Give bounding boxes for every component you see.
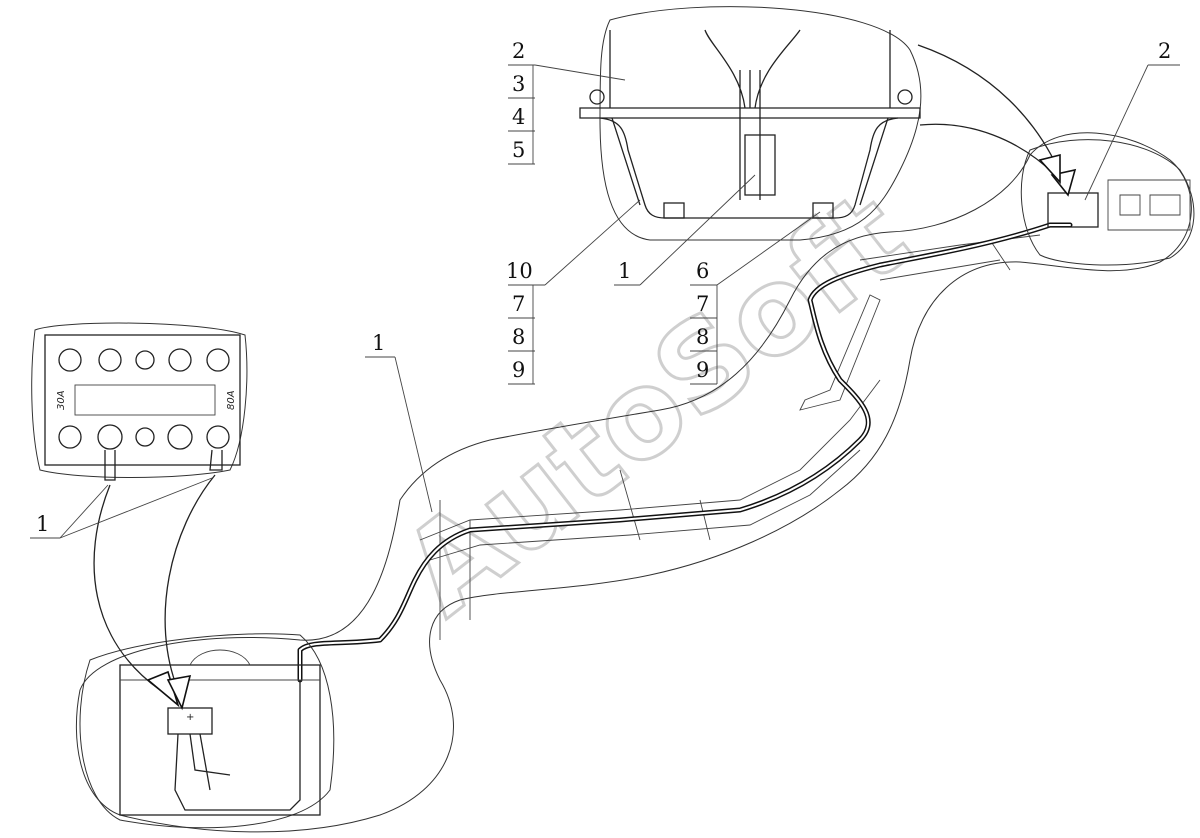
terminal-box: [1047, 192, 1099, 228]
chassis-outline: [75, 132, 1192, 833]
callout-7b: 7: [696, 292, 709, 316]
terminal-panel: [1107, 179, 1191, 231]
callout-3: 3: [512, 72, 525, 96]
ground-switch-plus: +: [186, 712, 194, 723]
main-cable-inner: [299, 224, 1071, 681]
arrow-head-2: [166, 674, 192, 711]
battery-box-inset-outline: [79, 633, 335, 829]
arrow-fuse-to-switch-1: [93, 484, 161, 691]
fuse-block: [44, 334, 241, 466]
bracket-nut-right: [812, 202, 834, 219]
bracket-body: [599, 117, 899, 219]
terminal-inset-outline: [1020, 139, 1195, 266]
callout-stack-top-left: 2 3 4 5: [508, 39, 626, 165]
callout-8b: 8: [696, 325, 709, 349]
watermark: AutoSoft: [377, 164, 936, 644]
callout-stack-top-right: 6 7 8 9: [690, 211, 821, 385]
watermark-text: AutoSoft: [378, 166, 934, 643]
battery-box: [119, 664, 321, 816]
fuse-window: [74, 384, 216, 416]
bracket-top-lines: [609, 30, 891, 108]
callout-8a: 8: [512, 325, 525, 349]
bracket-body-inner: [611, 117, 889, 206]
battery-box-wires: [174, 680, 301, 811]
callout-1-cable: 1: [372, 331, 385, 355]
callout-right: 2: [1084, 39, 1180, 201]
fuse-terminal-wires: [104, 449, 223, 481]
lever-arm: [799, 294, 881, 411]
callout-single-mid: 1: [614, 174, 756, 286]
callout-2-terminal: 2: [1158, 39, 1171, 63]
fuse-block-inset-outline: [31, 322, 248, 478]
bracket-plate: [579, 107, 921, 119]
callout-7a: 7: [512, 292, 525, 316]
frame-crossmember: [439, 469, 711, 640]
bracket-bolt-left: [589, 89, 605, 105]
callout-2: 2: [512, 39, 525, 63]
bracket-sleeve: [744, 134, 776, 196]
callout-left: 1: [30, 477, 213, 539]
arrow-fuse-to-switch-2: [164, 474, 216, 691]
bracket-inset-outline: [599, 6, 922, 241]
arrow-head-4: [1038, 153, 1061, 185]
fuse-bolts: [58, 348, 230, 450]
frame-rail-lower: [429, 449, 861, 561]
fuse-rating-left: 30A: [56, 390, 67, 410]
bracket-nut-left: [663, 202, 685, 219]
bracket-bolt-right: [897, 89, 913, 105]
fuse-rating-right: 80A: [226, 390, 237, 410]
callout-5: 5: [512, 138, 525, 162]
callout-9b: 9: [696, 358, 709, 382]
callout-center: 1: [365, 331, 433, 513]
callout-1-bracket: 1: [618, 259, 631, 283]
callout-6: 6: [696, 259, 709, 283]
callout-4: 4: [512, 105, 525, 129]
bracket-cables: [704, 29, 801, 200]
callout-1-fuse: 1: [36, 512, 49, 536]
callout-10: 10: [506, 259, 533, 283]
callout-9a: 9: [512, 358, 525, 382]
callout-stack-top-mid: 10 7 8 9: [506, 199, 641, 385]
